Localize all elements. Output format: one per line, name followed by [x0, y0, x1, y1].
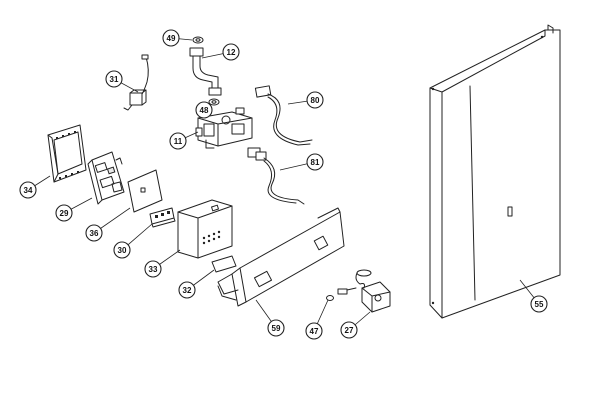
callout-29: 29 — [55, 204, 73, 222]
part-59-bracket — [217, 207, 345, 307]
callout-circle — [195, 101, 213, 119]
callout-circle — [19, 181, 37, 199]
callout-48: 48 — [195, 101, 213, 119]
callout-label: 55 — [535, 300, 544, 309]
part-81-cable — [247, 147, 305, 205]
callout-33: 33 — [144, 260, 162, 278]
part-27-thermostat — [337, 269, 391, 313]
callout-circle — [222, 43, 240, 61]
part-36-plate — [127, 169, 163, 213]
part-29-control-board — [87, 151, 125, 205]
callout-circle — [85, 224, 103, 242]
callout-label: 11 — [174, 137, 183, 146]
callout-47: 47 — [305, 322, 323, 340]
callout-circle — [178, 281, 196, 299]
part-55-front-cover — [429, 24, 561, 319]
part-33-control-box — [177, 199, 233, 259]
callout-label: 30 — [118, 246, 127, 255]
callout-label: 81 — [311, 158, 320, 167]
callout-label: 48 — [200, 106, 209, 115]
part-80-cable — [254, 85, 313, 146]
callout-label: 29 — [60, 209, 69, 218]
callout-12: 12 — [222, 43, 240, 61]
part-34-frame — [47, 124, 87, 183]
callout-circle — [306, 153, 324, 171]
callout-label: 31 — [110, 75, 119, 84]
callout-circle — [305, 322, 323, 340]
callout-circle — [530, 295, 548, 313]
callout-label: 49 — [167, 34, 176, 43]
part-32-label — [211, 255, 237, 273]
callout-label: 34 — [24, 186, 33, 195]
callout-circle — [105, 70, 123, 88]
callout-59: 59 — [267, 319, 285, 337]
callout-11: 11 — [169, 132, 187, 150]
callout-label: 32 — [183, 286, 192, 295]
part-31-sensor — [123, 54, 149, 111]
callout-label: 47 — [310, 327, 319, 336]
callout-circle — [113, 241, 131, 259]
callout-label: 36 — [90, 229, 99, 238]
callout-circle — [169, 132, 187, 150]
callout-label: 27 — [345, 326, 354, 335]
callout-36: 36 — [85, 224, 103, 242]
callout-49: 49 — [162, 29, 180, 47]
callout-55: 55 — [530, 295, 548, 313]
callout-circle — [55, 204, 73, 222]
callout-circle — [340, 321, 358, 339]
callout-circle — [144, 260, 162, 278]
part-30-keypad — [149, 207, 176, 228]
callout-label: 59 — [272, 324, 281, 333]
callout-label: 80 — [311, 96, 320, 105]
callout-bubbles: 49 12 31 48 80 11 81 34 29 36 30 33 32 59 47 27 55 — [19, 29, 548, 340]
part-49-washer — [192, 36, 204, 44]
callout-27: 27 — [340, 321, 358, 339]
callout-81: 81 — [306, 153, 324, 171]
callout-label: 12 — [227, 48, 236, 57]
callout-34: 34 — [19, 181, 37, 199]
callout-80: 80 — [306, 91, 324, 109]
part-47-washer — [326, 295, 334, 301]
callout-label: 33 — [149, 265, 158, 274]
part-12-gas-pipe — [189, 47, 222, 96]
callout-circle — [267, 319, 285, 337]
callout-circle — [162, 29, 180, 47]
callout-32: 32 — [178, 281, 196, 299]
callout-circle — [306, 91, 324, 109]
part-48-washer — [208, 98, 220, 106]
callout-30: 30 — [113, 241, 131, 259]
callout-31: 31 — [105, 70, 123, 88]
part-11-gas-valve — [195, 107, 253, 149]
